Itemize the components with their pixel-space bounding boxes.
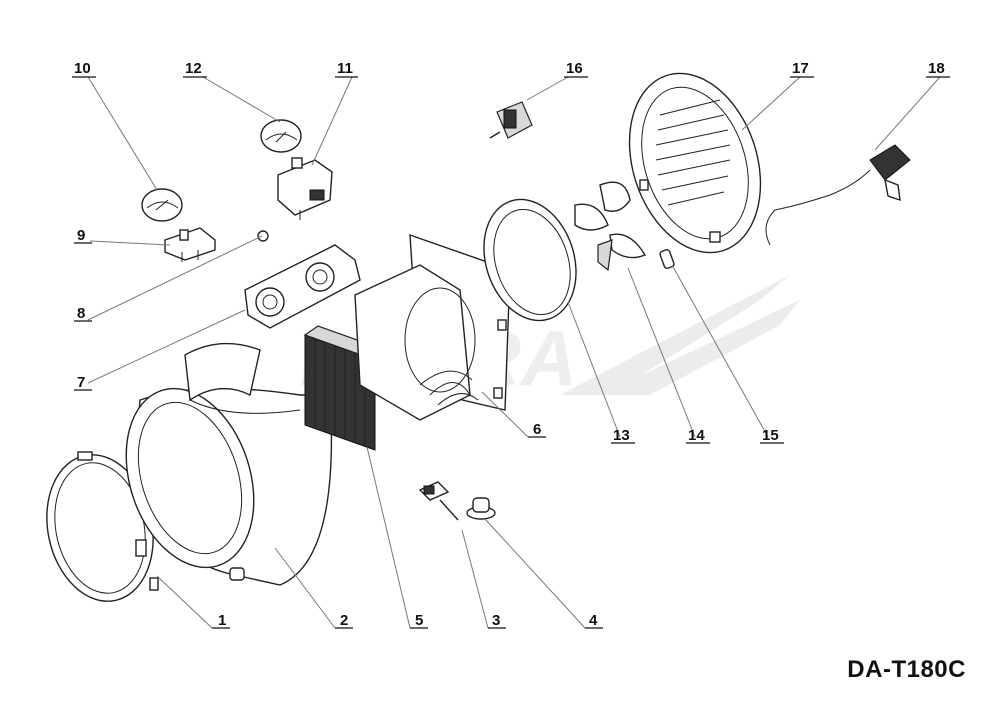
part-6-fan-duct [354,233,511,421]
callout-4: 4 [589,612,598,629]
leader-11 [311,76,353,166]
leader-4 [484,518,586,629]
leader-10 [87,76,158,191]
leader-13 [567,301,621,438]
leader-7 [87,309,246,384]
callout-17: 17 [792,60,809,77]
part-7-switch-plate [244,244,361,329]
leader-3 [461,529,489,629]
part-2-housing [125,342,333,586]
model-code: DA-T180C [847,656,966,683]
leader-8 [87,235,263,321]
part-9-thermostat [164,227,216,262]
part-14-fan-blade [574,181,647,272]
leader-18 [874,76,941,151]
callout-2: 2 [340,612,348,629]
part-16-motor [489,101,533,139]
leader-5 [366,446,411,629]
callout-15: 15 [762,427,779,444]
part-17-rear-grille [628,72,762,254]
leader-12 [202,76,281,123]
part-8-indicator [257,230,269,242]
leader-lines [87,76,941,629]
leader-17 [741,76,801,131]
part-1-front-cover [46,451,159,602]
callout-1: 1 [218,612,226,629]
part-18-power-cord [765,144,911,246]
callout-8: 8 [77,305,85,322]
part-11-switch [277,157,333,220]
part-10-knob [141,188,183,222]
callout-7: 7 [77,374,85,391]
callout-13: 13 [613,427,630,444]
part-12-knob [260,119,302,153]
part-4-foot [466,497,496,520]
part-3-connector [418,481,459,521]
part-5-heating-element [303,325,390,451]
leader-14 [627,267,696,438]
callout-10: 10 [74,60,91,77]
callout-11: 11 [337,60,353,77]
callout-6: 6 [533,421,541,438]
callout-16: 16 [566,60,583,77]
leader-15 [671,264,769,438]
callout-18: 18 [928,60,945,77]
callout-12: 12 [185,60,202,77]
callout-labels: 1 2 3 4 5 6 7 8 9 10 11 12 13 14 15 16 1… [72,60,950,629]
part-15-clip [659,248,675,270]
callout-9: 9 [77,227,85,244]
leader-2 [274,547,336,629]
leader-1 [156,575,213,629]
callout-14: 14 [688,427,705,444]
leader-16 [526,76,569,101]
callout-5: 5 [415,612,423,629]
leader-6 [481,391,529,438]
part-13-ring [483,198,577,322]
leader-9 [89,240,171,246]
callout-3: 3 [492,612,500,629]
